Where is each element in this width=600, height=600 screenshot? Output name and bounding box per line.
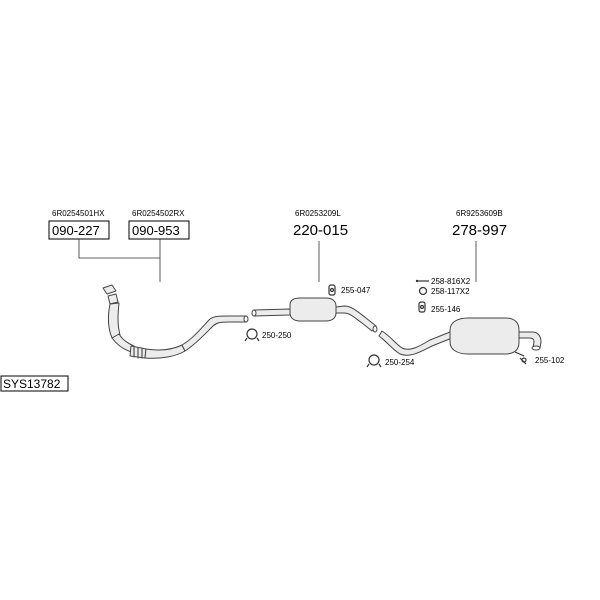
intermediate-pipe [181,315,249,352]
oem-code-2: 6R0254502RX [132,209,185,218]
part-box-2 [128,220,190,240]
leader-lines [78,239,477,282]
part-number-2[interactable]: 090-953 [132,223,180,238]
hanger-icon [328,284,336,296]
accessory-label-4[interactable]: 258-816X2 [431,277,471,286]
hanger-icon [418,301,426,313]
part-number-1[interactable]: 090-227 [52,223,100,238]
ring-icon [418,286,428,296]
system-code-box [0,375,69,392]
center-silencer [251,297,378,333]
accessory-label-1[interactable]: 255-047 [341,286,371,295]
accessory-label-2[interactable]: 250-250 [262,331,292,340]
part-number-3[interactable]: 220-015 [293,222,348,239]
oem-code-3: 6R0253209L [295,209,341,218]
oem-code-1: 6R0254501HX [52,209,105,218]
clamp-icon [366,354,382,368]
accessory-label-6[interactable]: 255-146 [431,305,461,314]
accessory-label-7[interactable]: 255-102 [535,356,565,365]
system-code: SYS13782 [3,377,61,391]
clamp-icon [244,328,260,342]
accessory-label-3[interactable]: 250-254 [385,358,415,367]
oem-code-4: 6R9253609B [456,209,503,218]
rear-silencer [378,317,542,356]
mount-icon [514,351,527,365]
bolt-icon [415,279,429,283]
front-pipe-catalyst [102,284,186,359]
accessory-label-5[interactable]: 258-117X2 [431,287,470,296]
part-number-4[interactable]: 278-997 [452,222,507,239]
